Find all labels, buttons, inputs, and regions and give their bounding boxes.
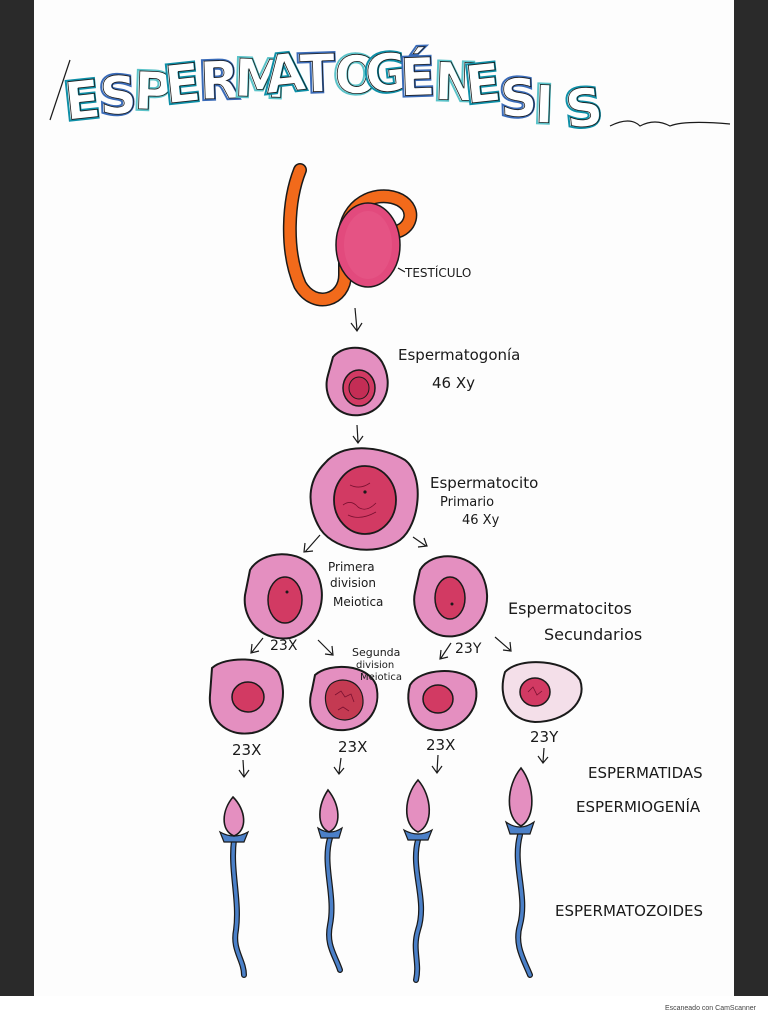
title-letter: T [298, 44, 336, 105]
title-letter: N [433, 52, 479, 113]
title-letter-outline: O [334, 45, 380, 107]
title-letter-outline: R [199, 51, 241, 112]
title-letter-outline: P [133, 62, 173, 123]
label-espermatocitos-secundarios-2: Secundarios [544, 625, 642, 644]
label-karyotype-spermatid-1: 23X [232, 741, 261, 759]
title-letter: S [498, 68, 538, 129]
label-testiculo: TESTÍCULO [404, 265, 471, 280]
label-primera-division-3: Meiotica [333, 595, 383, 609]
title-letter-outline: É [399, 47, 437, 109]
title-letter-outline: S [499, 68, 539, 129]
title-letter: M [232, 49, 286, 111]
cell-secondary-right [413, 555, 489, 638]
cell-spermatid-1 [208, 658, 284, 735]
title-letter-outline: S [99, 66, 139, 127]
spermatozoon-2 [316, 788, 344, 973]
title-letter: G [361, 42, 410, 106]
label-espermatocito-primario-2: Primario [440, 495, 494, 510]
label-karyotype-spermatid-4: 23Y [530, 728, 559, 746]
label-primera-division-2: division [330, 576, 376, 590]
label-karyotype-secondary-left: 23X [270, 638, 298, 654]
label-espermatogonia: Espermatogonía [398, 346, 520, 364]
title-letter-outline: E [62, 69, 104, 132]
title-letter-outline: A [262, 42, 308, 106]
title-letter-outline: G [362, 42, 411, 106]
label-espermatocitos-secundarios-1: Espermatocitos [508, 599, 632, 618]
label-espermatocito-primario-1: Espermatocito [430, 474, 538, 492]
title-letter: O [333, 45, 379, 107]
labels: Espermatogonía 46 Xy Espermatocito Prima… [232, 346, 703, 920]
spermatozoon-3 [402, 778, 434, 983]
title-letter: I [533, 75, 554, 136]
title-letter: S [98, 66, 138, 127]
title-letter: É [398, 47, 436, 109]
title-letter: E [462, 53, 504, 116]
spermatozoon-4 [504, 766, 536, 978]
title-letter-outline: M [233, 49, 287, 111]
title-letter-outline: I [534, 75, 555, 136]
cell-espermatogonia [325, 346, 389, 417]
title-letter: R [198, 51, 240, 112]
title-letter: P [132, 62, 172, 123]
label-segunda-division-3: Meiotica [360, 672, 402, 683]
cell-espermatocito-primario [309, 447, 419, 551]
testis-illustration: TESTÍCULO [282, 163, 471, 307]
label-segunda-division-2: division [356, 660, 394, 671]
label-primera-division-1: Primera [328, 560, 375, 574]
title-letter: S [562, 77, 606, 141]
title-letter: E [161, 53, 203, 116]
title-letter-outline: E [463, 53, 505, 116]
label-espermiogenia: ESPERMIOGENÍA [576, 797, 701, 816]
title-letter-outline: T [299, 44, 337, 105]
label-karyotype-spermatid-2: 23X [338, 738, 367, 756]
cell-spermatid-2 [309, 665, 379, 732]
cell-spermatid-3 [407, 670, 478, 732]
title-letter-outline: N [434, 52, 480, 113]
arrows [238, 307, 549, 779]
spermatozoon-1 [218, 795, 250, 978]
scan-footer: Escaneado con CamScanner [0, 996, 768, 1024]
label-segunda-division-1: Segunda [352, 646, 400, 659]
title-letter-outline: S [563, 77, 607, 141]
label-espermatocito-primario-karyotype: 46 Xy [462, 513, 500, 528]
cell-spermatid-4 [501, 661, 583, 724]
title-letter-outline: E [162, 53, 204, 116]
label-espermatidas: ESPERMATIDAS [588, 764, 703, 782]
label-karyotype-spermatid-3: 23X [426, 736, 455, 754]
label-espermatozoides: ESPERMATOZOIDES [555, 902, 703, 920]
label-espermatogonia-karyotype: 46 Xy [432, 374, 475, 392]
footer-text: Escaneado con CamScanner [664, 1005, 756, 1012]
title-letter: A [261, 42, 307, 106]
label-karyotype-secondary-right: 23Y [455, 641, 482, 657]
cell-secondary-left [243, 553, 323, 640]
title-letter: E [61, 70, 103, 133]
